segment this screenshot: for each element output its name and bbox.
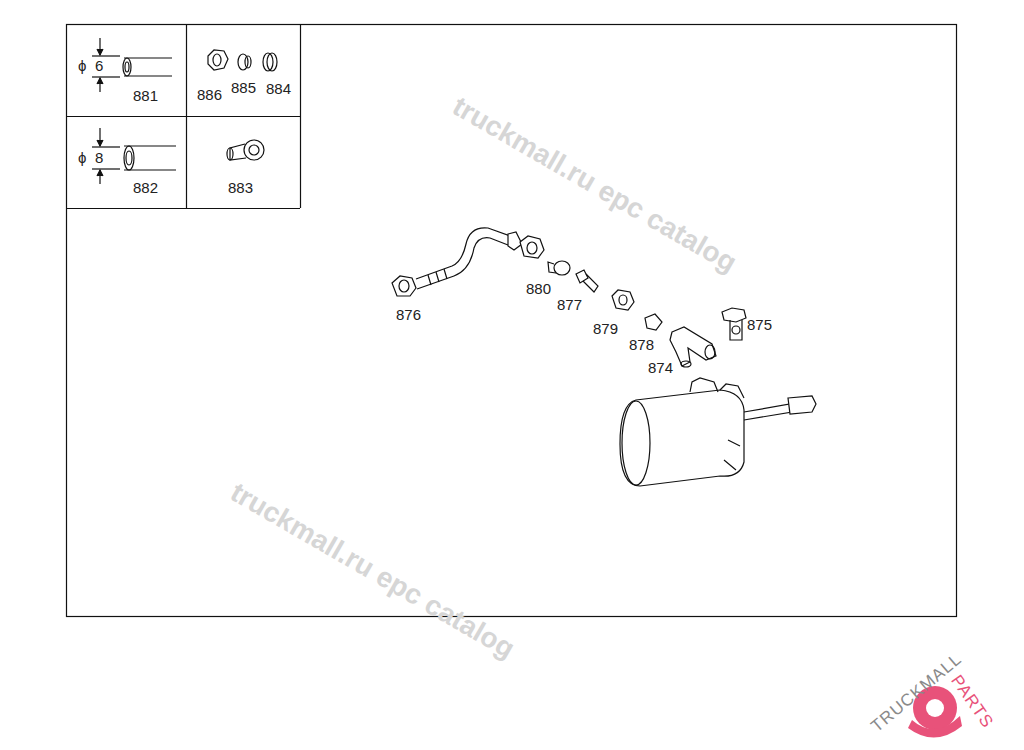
frame [67,25,957,617]
watermark: truckmall.ru epc catalog [226,478,519,663]
dimension-value: 6 [95,58,103,73]
callout-number: 883 [228,180,253,195]
dimension-symbol: ϕ [78,150,86,165]
callout-number: 884 [266,81,291,96]
dimension-symbol: ϕ [78,58,86,73]
callout-number: 878 [629,337,654,352]
callout-number: 876 [396,307,421,322]
dimension-value: 8 [95,150,103,165]
callout-number: 877 [557,297,582,312]
callout-number: 879 [593,321,618,336]
callout-number: 886 [197,87,222,102]
watermark: truckmall.ru epc catalog [448,92,741,277]
callout-number: 885 [231,80,256,95]
callout-number: 881 [133,88,158,103]
callout-number: 875 [747,317,772,332]
callout-number: 874 [648,360,673,375]
callout-number: 882 [133,180,158,195]
callout-number: 880 [526,281,551,296]
